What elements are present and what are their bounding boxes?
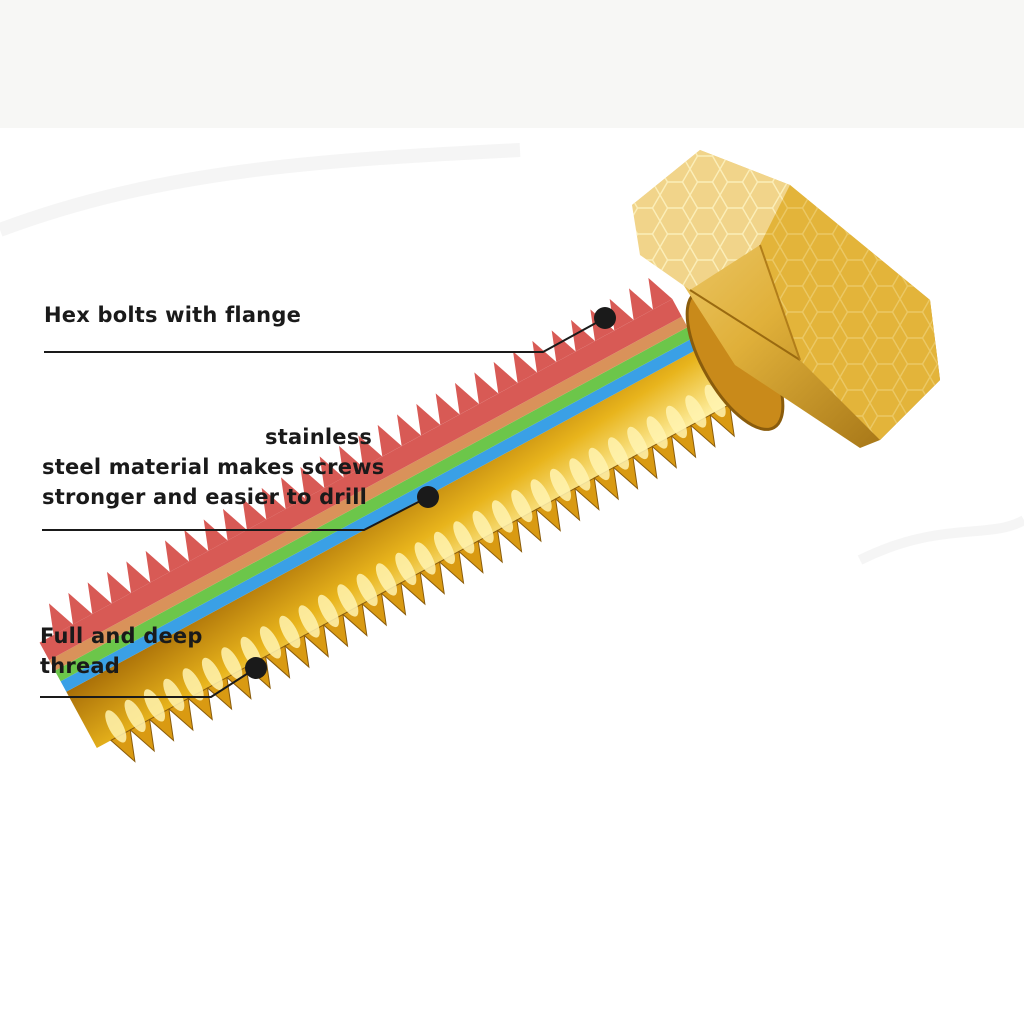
thread-tooth [416,403,441,436]
thread-highlight [588,447,610,481]
thread-highlight [375,563,398,596]
thread-tooth [68,592,93,625]
thread-tooth [106,571,131,604]
hex-edge [759,244,801,361]
callout-stainless-line-1: stainless [265,425,373,449]
thread-tooth [377,424,402,457]
thread-highlight [549,468,572,502]
callout-pointers [40,317,606,698]
marble-wisp [0,143,521,237]
callout-stainless-line-2: steel material makes screws [42,455,385,479]
thread-highlight [665,405,688,439]
callout-stainless-steel: stainless steel material makes screws st… [42,422,384,512]
thread-highlight [221,647,243,680]
thread-highlight [511,489,533,523]
thread-tooth [222,508,247,541]
thread-highlight [627,426,649,460]
hex-head-top-pattern [632,150,790,290]
thread-highlight [356,573,378,607]
thread-tooth [87,582,112,614]
thread-highlight [472,510,494,544]
thread-tooth [280,477,305,509]
thread-tooth [571,319,595,352]
thread-highlight [607,437,630,470]
thread-tooth [455,382,479,415]
callout-dot-icon [417,486,439,508]
callout-line-stainless [42,496,429,531]
thread-tooth [338,445,363,478]
thread-tooth [300,466,325,499]
thread-highlight [124,699,146,733]
thread-highlight [163,678,185,712]
thread-highlight [395,552,417,586]
thread-highlight [201,657,224,691]
thread-tooth [145,550,170,583]
thread-highlight [317,594,340,628]
thread-highlight [414,542,436,575]
thread-highlight [704,384,726,418]
thread-highlight [298,605,320,638]
thread-highlight [646,416,668,449]
callout-stainless-line-3: stronger and easier to drill [42,485,368,509]
red-stripe [39,299,682,661]
threaded-shaft [39,277,735,763]
callout-dot-icon [594,307,616,329]
thread-tooth [609,298,634,331]
thread-core [66,348,730,749]
hex-head-face-pattern [760,185,940,440]
thread-highlight [279,615,301,649]
thread-tooth [48,603,73,635]
callout-thread-line-2: thread [40,654,120,678]
hex-bolt-icon [632,150,940,448]
blue-stripe [60,337,700,692]
callout-dot-icon [245,657,267,679]
thread-tooth [532,340,557,373]
thread-highlight [569,458,591,491]
thread-highlight [453,521,475,554]
green-stripe [54,327,694,682]
callout-line-thread [40,667,257,698]
thread-highlight [491,500,514,533]
thread-tooth [551,330,576,363]
thread-crests [105,384,735,763]
thread-highlight [685,395,707,428]
callout-hex-line-1: Hex bolts with flange [44,303,302,327]
thread-highlight [433,531,456,565]
thread-tooth [648,277,673,310]
thread-highlight [105,710,127,743]
thread-tooth [629,288,653,321]
thread-tooth [184,529,209,562]
thread-tooth [203,519,228,551]
thread-highlight [337,584,359,617]
hex-edge [689,289,801,361]
thread-highlight [530,479,552,512]
thread-tooth [474,372,499,405]
thread-tooth [493,361,518,394]
callout-hex-bolts: Hex bolts with flange [44,300,301,330]
thread-tooth [358,435,383,467]
orange-stripe [49,316,688,671]
thread-tooth [435,393,460,425]
thread-tooth [397,414,421,446]
thread-highlight [182,668,204,701]
callout-deep-thread: Full and deep thread [40,621,203,681]
thread-highlight [259,626,282,659]
thread-tooth [164,540,189,572]
thread-tooth [513,351,537,384]
callout-line-hex [44,317,606,353]
callout-thread-line-1: Full and deep [40,624,203,648]
marble-wisp [857,515,1024,565]
top-band [0,0,1024,128]
thread-tooth [126,561,151,593]
thread-tooth [319,456,344,488]
thread-tooth [261,487,286,520]
thread-tooth [242,498,267,530]
